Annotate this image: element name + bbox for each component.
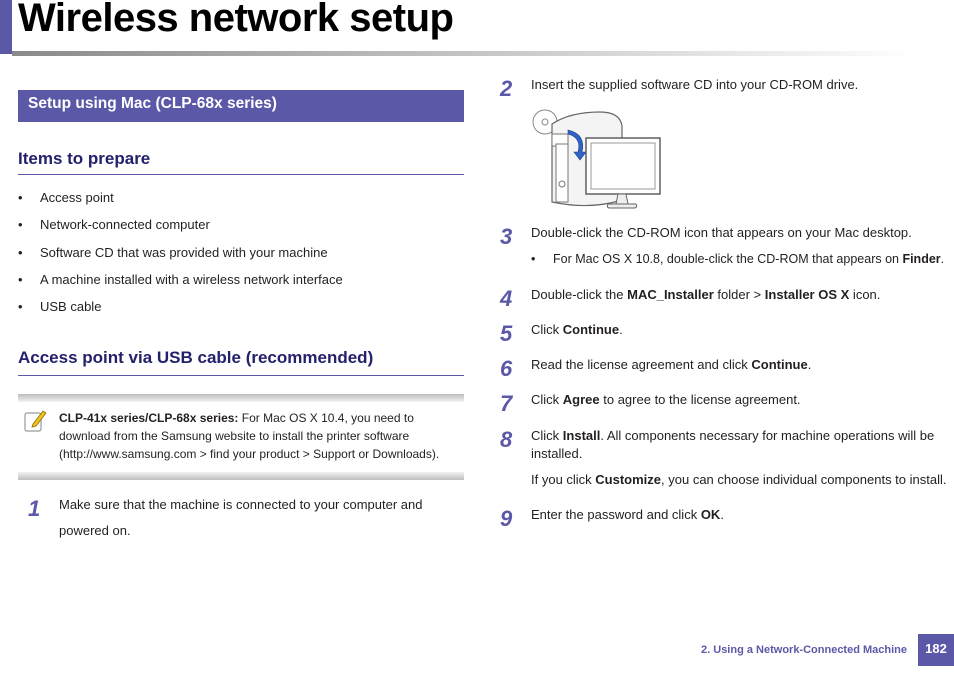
access-point-heading-rule [18, 375, 464, 376]
note-bottom-border [18, 472, 464, 480]
note-pencil-icon [24, 409, 48, 433]
step-text: Read the license agreement and click Con… [531, 357, 812, 372]
section-header: Setup using Mac (CLP-68x series) [18, 90, 464, 122]
page-number-badge: 182 [918, 634, 954, 666]
items-heading: Items to prepare [18, 149, 151, 168]
step-number: 9 [500, 506, 513, 531]
step-text: Enter the password and click OK. [531, 507, 724, 522]
computer-cd-insert-illustration [530, 104, 662, 212]
step-sub-bullet: •For Mac OS X 10.8, double-click the CD-… [531, 252, 945, 266]
step-text: Double-click the MAC_Installer folder > … [531, 287, 881, 302]
step-number: 3 [500, 224, 513, 249]
step-text: installed. [531, 446, 583, 461]
footer-chapter: 2. Using a Network-Connected Machine [701, 644, 907, 656]
step-text: If you click Customize, you can choose i… [531, 472, 947, 487]
step-number: 6 [500, 356, 513, 381]
access-point-heading: Access point via USB cable (recommended) [18, 348, 374, 367]
step-text: powered on. [59, 523, 131, 538]
page-number: 182 [925, 641, 947, 656]
step-number: 8 [500, 427, 513, 452]
step-number: 4 [500, 286, 513, 311]
step-text: Click Install. All components necessary … [531, 428, 935, 443]
note-text: CLP-41x series/CLP-68x series: For Mac O… [59, 411, 440, 461]
step-number: 5 [500, 321, 513, 346]
step-text: Insert the supplied software CD into you… [531, 77, 859, 92]
note-top-border [18, 394, 464, 402]
header-accent-bar [0, 0, 12, 54]
items-heading-rule [18, 174, 464, 175]
step-number: 2 [500, 76, 513, 101]
step-number: 1 [28, 496, 41, 521]
step-text: Click Continue. [531, 322, 623, 337]
page-title: Wireless network setup [18, 0, 454, 40]
step-text: Double-click the CD-ROM icon that appear… [531, 225, 912, 240]
section-title: Setup using Mac (CLP-68x series) [28, 95, 277, 112]
step-text: Make sure that the machine is connected … [59, 497, 423, 512]
title-rule [12, 51, 917, 56]
step-number: 7 [500, 391, 513, 416]
step-text: Click Agree to agree to the license agre… [531, 392, 801, 407]
